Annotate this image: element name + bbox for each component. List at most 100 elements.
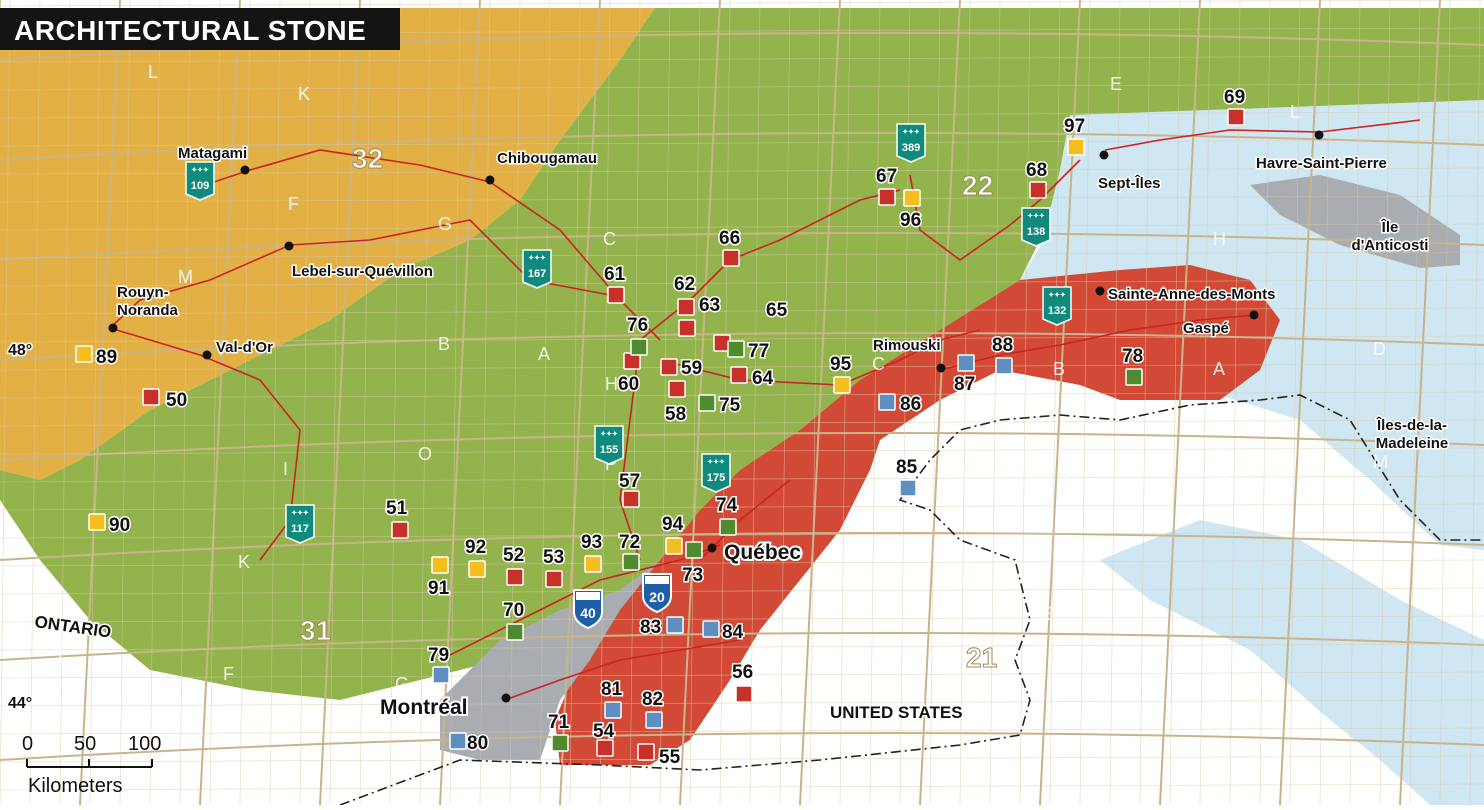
site-square-blue[interactable] [449, 732, 467, 750]
site-square-red[interactable] [142, 388, 160, 406]
site-marker-78[interactable]: 78 [1121, 345, 1145, 386]
site-square-red[interactable] [668, 380, 686, 398]
site-square-green[interactable] [551, 734, 569, 752]
site-marker-53[interactable]: 53 [542, 546, 566, 588]
city-label[interactable]: Val-d'Or [215, 338, 275, 358]
site-square-yellow[interactable] [665, 537, 683, 555]
city-label[interactable]: Rouyn-Noranda [116, 283, 181, 321]
site-square-blue[interactable] [432, 666, 450, 684]
city-label[interactable]: Matagami [177, 144, 249, 164]
site-square-red[interactable] [722, 249, 740, 267]
site-square-yellow[interactable] [468, 560, 486, 578]
city-label[interactable]: Rimouski [872, 336, 943, 356]
site-marker-87[interactable]: 87 [953, 354, 977, 397]
site-marker-74[interactable]: 74 [715, 494, 739, 536]
site-square-green[interactable] [622, 553, 640, 571]
site-square-green[interactable] [685, 541, 703, 559]
site-square-green[interactable] [698, 394, 716, 412]
site-square-blue[interactable] [878, 393, 896, 411]
site-marker-79[interactable]: 79 [427, 644, 451, 684]
site-marker-75[interactable]: 75 [698, 394, 742, 418]
site-marker-92[interactable]: 92 [464, 536, 488, 578]
site-square-yellow[interactable] [431, 556, 449, 574]
site-marker-73[interactable]: 73 [681, 541, 705, 588]
site-marker-70[interactable]: 70 [502, 599, 526, 641]
site-square-yellow[interactable] [903, 189, 921, 207]
site-square-yellow[interactable] [833, 376, 851, 394]
site-square-green[interactable] [506, 623, 524, 641]
site-marker-77[interactable]: 77 [727, 340, 771, 364]
site-marker-51[interactable]: 51 [385, 497, 409, 539]
city-label[interactable]: Chibougamau [496, 149, 599, 169]
site-marker-58[interactable]: 58 [664, 380, 688, 427]
site-square-red[interactable] [1029, 181, 1047, 199]
city-label[interactable]: Gaspé [1182, 319, 1231, 339]
site-marker-68[interactable]: 68 [1025, 159, 1049, 199]
site-marker-50[interactable]: 50 [142, 388, 189, 413]
site-square-green[interactable] [727, 340, 745, 358]
city-label[interactable]: Québec [722, 539, 803, 566]
site-marker-83[interactable]: 83 [639, 616, 684, 640]
site-marker-64[interactable]: 64 [730, 366, 775, 391]
site-square-green[interactable] [630, 338, 648, 356]
city-label[interactable]: Sept-Îles [1097, 173, 1163, 194]
site-square-blue[interactable] [899, 479, 917, 497]
site-marker-82[interactable]: 82 [641, 688, 665, 729]
city-label[interactable]: Sainte-Anne-des-Monts [1107, 285, 1278, 305]
site-square-yellow[interactable] [584, 555, 602, 573]
site-square-red[interactable] [735, 685, 753, 703]
site-square-red[interactable] [637, 743, 655, 761]
site-square-blue[interactable] [645, 711, 663, 729]
site-marker-67[interactable]: 67 [875, 165, 899, 206]
site-marker-60[interactable]: 60 [617, 352, 641, 397]
site-square-red[interactable] [1227, 108, 1245, 126]
site-marker-96[interactable]: 96 [899, 189, 923, 233]
site-marker-91[interactable]: 91 [427, 556, 451, 601]
site-marker-88[interactable]: 88 [991, 334, 1015, 375]
site-marker-76[interactable]: 76 [626, 314, 650, 356]
site-marker-93[interactable]: 93 [580, 531, 604, 573]
site-square-red[interactable] [878, 188, 896, 206]
site-square-blue[interactable] [604, 701, 622, 719]
site-marker-56[interactable]: 56 [731, 661, 755, 703]
city-label[interactable]: Havre-Saint-Pierre [1255, 154, 1389, 174]
site-marker-89[interactable]: 89 [75, 345, 119, 370]
city-label[interactable]: Lebel-sur-Quévillon [291, 262, 435, 282]
site-square-yellow[interactable] [75, 345, 93, 363]
site-square-red[interactable] [596, 739, 614, 757]
site-marker-84[interactable]: 84 [702, 620, 745, 645]
site-marker-71[interactable]: 71 [547, 711, 571, 752]
site-marker-81[interactable]: 81 [600, 678, 624, 719]
site-marker-62[interactable]: 62 [673, 273, 697, 316]
site-square-blue[interactable] [666, 616, 684, 634]
site-marker-72[interactable]: 72 [618, 531, 642, 571]
site-square-red[interactable] [730, 366, 748, 384]
site-square-green[interactable] [719, 518, 737, 536]
site-square-blue[interactable] [702, 620, 720, 638]
site-square-red[interactable] [545, 570, 563, 588]
site-marker-90[interactable]: 90 [88, 513, 132, 538]
site-marker-55[interactable]: 55 [637, 743, 682, 770]
site-marker-54[interactable]: 54 [592, 720, 616, 757]
site-square-yellow[interactable] [1067, 138, 1085, 156]
site-marker-86[interactable]: 86 [878, 393, 923, 417]
site-marker-80[interactable]: 80 [449, 732, 490, 756]
site-square-red[interactable] [660, 358, 678, 376]
site-square-green[interactable] [1125, 368, 1143, 386]
site-square-blue[interactable] [995, 357, 1013, 375]
city-label[interactable]: Montréal [378, 694, 470, 721]
site-square-red[interactable] [607, 286, 625, 304]
site-marker-69[interactable]: 69 [1223, 86, 1247, 126]
site-square-red[interactable] [391, 521, 409, 539]
site-marker-63[interactable]: 63 [678, 294, 722, 337]
site-marker-85[interactable]: 85 [895, 456, 919, 497]
site-marker-95[interactable]: 95 [829, 353, 853, 394]
site-marker-57[interactable]: 57 [618, 470, 642, 508]
site-square-blue[interactable] [957, 354, 975, 372]
site-marker-61[interactable]: 61 [603, 263, 627, 304]
site-square-red[interactable] [506, 568, 524, 586]
site-square-red[interactable] [677, 298, 695, 316]
site-marker-97[interactable]: 97 [1063, 115, 1087, 156]
site-marker-59[interactable]: 59 [660, 357, 704, 381]
site-square-red[interactable] [678, 319, 696, 337]
